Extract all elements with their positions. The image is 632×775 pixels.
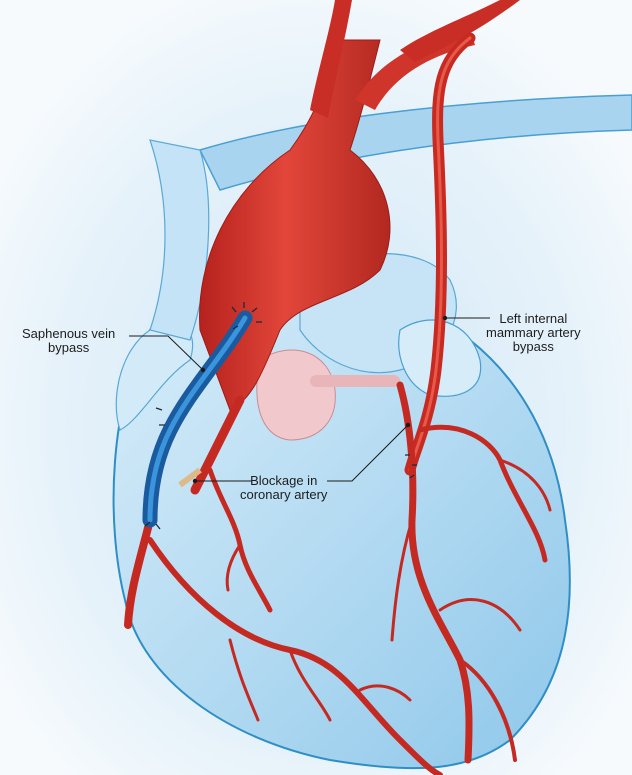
leader-dots [192,315,448,484]
leader-lines [129,317,490,482]
label-line: coronary artery [240,487,328,502]
ligament [310,375,400,387]
suture-marks [144,302,417,530]
lima-highlight [408,36,472,472]
label-line: bypass [48,340,90,355]
saphenous-highlight [147,315,248,523]
atrium-pink [256,349,336,441]
label-line: Blockage in [250,473,318,488]
blockage-plaque [178,467,202,488]
coronary-arteries [124,381,552,775]
aortic-arch-branch [355,30,475,110]
carotid-artery [310,0,352,118]
lima-label: Left internal mammary artery bypass [486,312,581,354]
superior-vena-cava [149,139,210,341]
label-line: mammary artery [486,325,581,340]
subclavian-artery [400,0,520,62]
label-line: Saphenous vein [22,326,116,341]
saphenous-vein-label: Saphenous vein bypass [22,327,115,355]
label-line: bypass [512,339,554,354]
label-line: Left internal [499,311,568,326]
blockage-label: Blockage in coronary artery [240,474,327,502]
